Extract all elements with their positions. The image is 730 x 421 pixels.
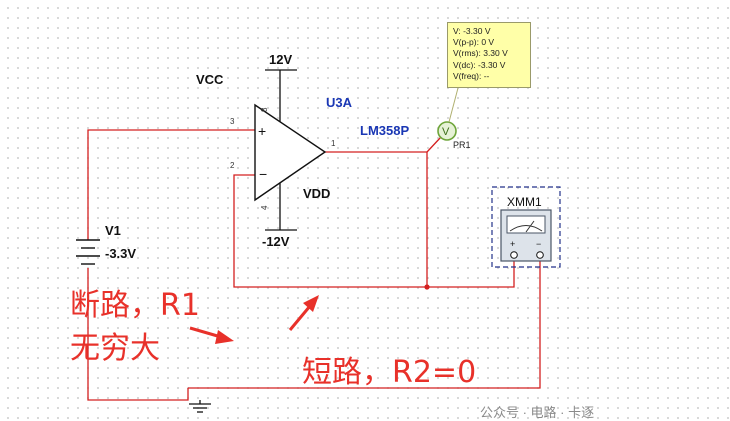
wire-output (325, 151, 428, 287)
pin-number-vcc: 8 (260, 107, 269, 112)
pin-number-minus: 2 (230, 161, 235, 170)
opamp-model: LM358P (360, 123, 410, 138)
wire-ground-return (87, 268, 189, 401)
opamp-triangle[interactable] (254, 103, 327, 202)
multimeter-minus-terminal[interactable] (536, 251, 544, 259)
probe-label: PR1 (453, 140, 471, 150)
opamp-minus-sign: − (259, 166, 267, 182)
junction-dot (424, 284, 430, 290)
annotation-open-circuit-line1: 断路，R1 (70, 288, 200, 323)
probe-readout-panel: V: -3.30 V V(p-p): 0 V V(rms): 3.30 V V(… (447, 22, 531, 88)
pin-number-plus: 3 (230, 117, 235, 126)
vcc-label: VCC (196, 72, 224, 87)
arrow-icon (189, 326, 234, 344)
multimeter-minus-sign: − (536, 239, 541, 249)
multimeter-ref: XMM1 (507, 195, 542, 209)
annotation-short-circuit: 短路，R2=0 (302, 355, 477, 390)
wire-v1-to-plus (87, 129, 255, 240)
voltage-probe-glyph: V (442, 126, 450, 138)
multimeter-frame[interactable] (491, 186, 561, 268)
wire-feedback-short (233, 174, 515, 288)
probe-reading: V: -3.30 V (453, 26, 491, 36)
probe-reading: V(rms): 3.30 V (453, 48, 508, 59)
voltage-probe-icon[interactable] (437, 121, 457, 141)
wire-probe-lead (426, 136, 442, 153)
vdd-label: VDD (303, 186, 331, 201)
probe-reading: V(p-p): 0 V (453, 37, 495, 48)
annotation-open-circuit-line2: 无穷大 (70, 331, 160, 366)
multimeter-display (506, 215, 546, 234)
opamp-plus-sign: + (258, 123, 266, 139)
probe-callout-line (448, 87, 459, 123)
wire-meter-return (188, 258, 541, 389)
arrow-icon (288, 295, 319, 331)
multimeter-plus-terminal[interactable] (510, 251, 518, 259)
opamp-ref: U3A (326, 95, 353, 110)
negative-supply-value: -12V (262, 234, 290, 249)
watermark: 公众号 · 电路 · 卡逐 (480, 405, 595, 420)
source-ref: V1 (105, 223, 121, 238)
source-value: -3.3V (105, 246, 137, 261)
pin-number-out: 1 (331, 139, 336, 148)
probe-reading: V(freq): -- (453, 70, 490, 81)
multimeter-plus-sign: + (510, 239, 515, 249)
multimeter-dial-icon (509, 225, 543, 232)
multimeter-needle (525, 220, 535, 233)
probe-reading: V(dc): -3.30 V (453, 59, 506, 70)
pin-number-vdd: 4 (260, 205, 269, 210)
positive-supply-value: 12V (269, 52, 293, 67)
